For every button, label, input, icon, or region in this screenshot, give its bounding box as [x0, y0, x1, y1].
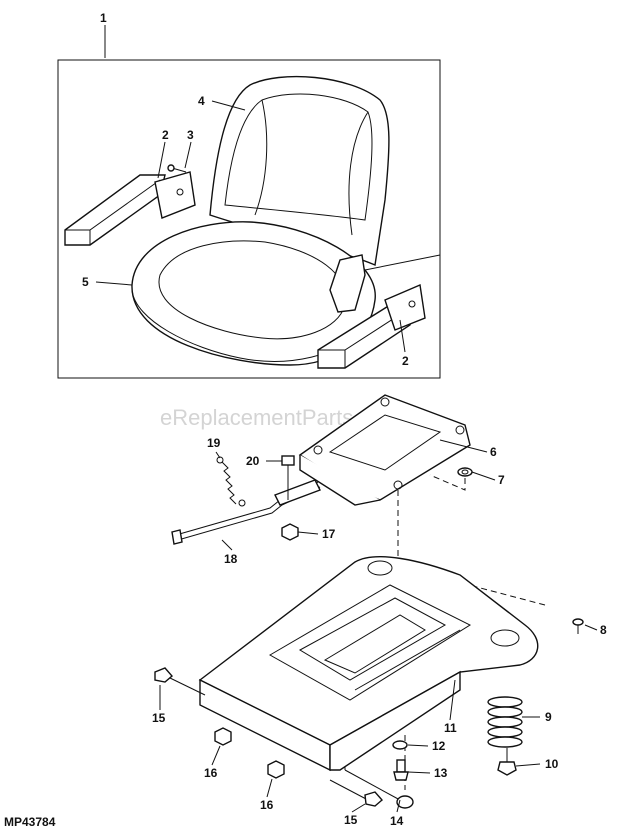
washer-12 [392, 740, 408, 750]
left-armrest [64, 171, 196, 246]
screw-8 [572, 618, 584, 634]
bolt-15 [154, 667, 206, 696]
bolt-13 [393, 759, 409, 781]
inset-guide-line [364, 254, 441, 271]
nut-16 [214, 727, 232, 746]
callout-9: 9 [545, 710, 552, 724]
coil-spring [487, 696, 523, 748]
callout-8: 8 [600, 623, 607, 637]
callout-5: 5 [82, 275, 89, 289]
armrest-bolt [167, 164, 187, 173]
callout-10: 10 [545, 757, 559, 771]
seat-back [209, 75, 390, 266]
callout-3: 3 [187, 128, 194, 142]
callout-7: 7 [498, 473, 505, 487]
callout-20: 20 [246, 454, 260, 468]
callout-16b: 16 [260, 798, 274, 812]
callout-11: 11 [444, 721, 457, 735]
callout-2b: 2 [402, 354, 409, 368]
callout-19: 19 [207, 436, 221, 450]
bolt-10 [497, 748, 517, 776]
callout-15: 15 [152, 711, 166, 725]
callout-6: 6 [490, 445, 497, 459]
bolt-15 [329, 779, 383, 807]
callout-13: 13 [434, 766, 448, 780]
base-plate [198, 556, 539, 772]
diagram-id: MP43784 [4, 815, 56, 829]
washer-7 [457, 467, 473, 477]
callout-15b: 15 [344, 813, 358, 827]
callout-1: 1 [100, 11, 107, 25]
callout-4: 4 [198, 94, 205, 108]
seat-hinge-bracket [329, 254, 366, 313]
callout-14: 14 [390, 814, 404, 828]
nut-17 [281, 523, 299, 541]
guide-line [429, 474, 466, 491]
callout-18: 18 [224, 552, 238, 566]
suspension-frame [298, 394, 471, 506]
nut-16 [267, 760, 285, 779]
adjusting-rod [171, 479, 321, 545]
leader-lines [95, 25, 598, 813]
knob-14 [344, 769, 414, 809]
seat-cushion [131, 221, 376, 366]
callout-16: 16 [204, 766, 218, 780]
seat-inset-frame [57, 59, 441, 379]
callout-12: 12 [432, 739, 446, 753]
callout-17: 17 [322, 527, 336, 541]
callout-2: 2 [162, 128, 169, 142]
tension-spring [216, 456, 246, 507]
right-armrest [317, 283, 426, 369]
